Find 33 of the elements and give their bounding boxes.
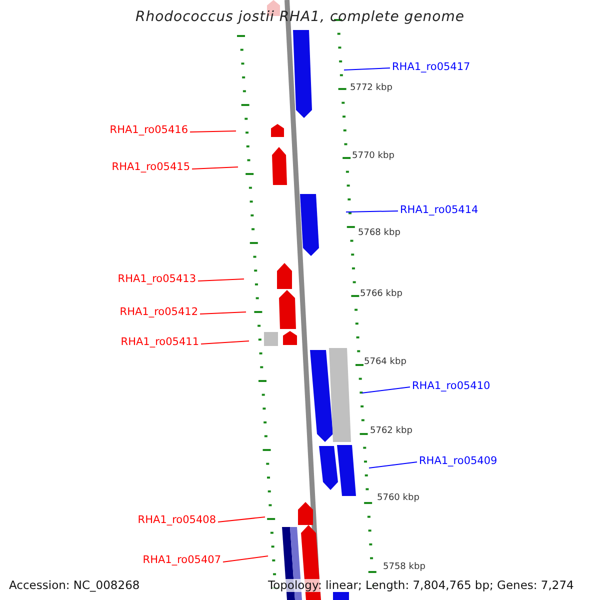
leader-line [344, 68, 390, 70]
gene-label: RHA1_ro05408 [138, 514, 216, 526]
leader-line [368, 462, 418, 468]
scale-tick-label: 5768 kbp [358, 228, 400, 238]
leader-line [222, 556, 268, 562]
leader-line [192, 166, 238, 170]
leader-line [198, 278, 244, 282]
scale-tick-label: 5764 kbp [364, 357, 406, 367]
scale-tick-label: 5760 kbp [377, 493, 420, 503]
leader-line [200, 312, 246, 314]
genome-info-text: Topology: linear; Length: 7,804,765 bp; Genes: 7,274 [268, 579, 574, 592]
gene-label: RHA1_ro05411 [120, 336, 199, 348]
genome-info-text: Accession: NC_008268 [9, 579, 140, 592]
gene-label: RHA1_ro05412 [120, 306, 198, 318]
gene-label: RHA1_ro05417 [392, 61, 470, 73]
gene-label: RHA1_ro05414 [400, 204, 478, 216]
scale-tick-label: 5758 kbp [383, 562, 426, 572]
gene-label: RHA1_ro05407 [142, 554, 221, 566]
scale-tick-label: 5762 kbp [370, 426, 412, 436]
leader-line [200, 340, 250, 344]
gene-label: RHA1_ro05410 [412, 380, 490, 392]
scale-tick-label: 5770 kbp [352, 151, 394, 161]
scale-tick-label: 5766 kbp [360, 289, 402, 299]
leader-line [362, 386, 410, 394]
gene-label: RHA1_ro05416 [110, 124, 188, 136]
leader-line [218, 516, 266, 522]
gene-label: RHA1_ro05413 [118, 273, 196, 285]
scale-tick-label: 5772 kbp [350, 83, 392, 93]
diagram-title: Rhodococcus jostii RHA1, complete genome [134, 9, 466, 25]
leader-line [190, 130, 236, 132]
leader-line [346, 210, 398, 212]
gene-label: RHA1_ro05409 [419, 455, 498, 467]
gene-label: RHA1_ro05415 [112, 161, 190, 173]
